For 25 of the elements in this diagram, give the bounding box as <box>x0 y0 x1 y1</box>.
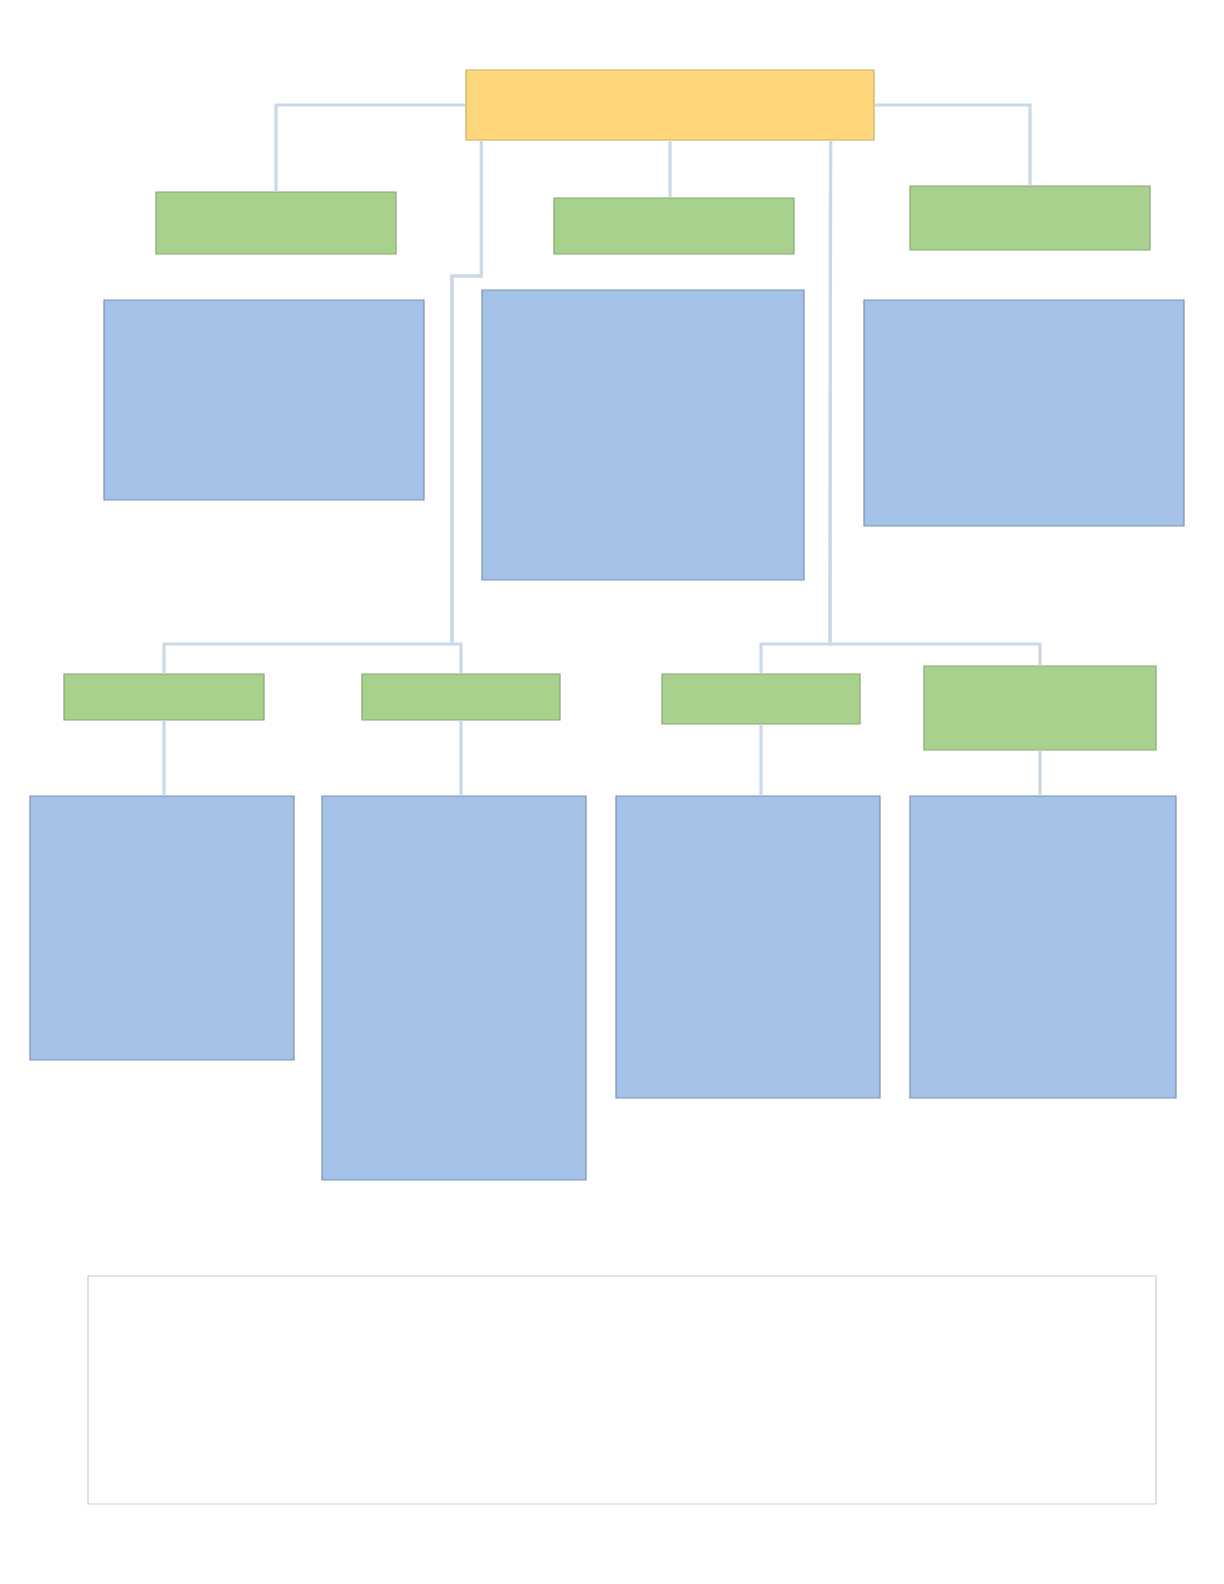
header-box <box>63 673 265 721</box>
connector-line <box>274 103 466 192</box>
connector-line <box>162 720 166 796</box>
connector-line <box>759 724 763 796</box>
header-box <box>361 673 561 721</box>
connector-line <box>828 140 1042 666</box>
header-box <box>923 665 1157 751</box>
content-box <box>481 289 805 581</box>
content-box <box>29 795 295 1061</box>
header-box <box>661 673 861 725</box>
content-box <box>909 795 1177 1099</box>
header-box <box>553 197 795 255</box>
connector-line <box>668 140 672 198</box>
connector-line <box>459 720 463 796</box>
content-box <box>321 795 587 1181</box>
header-box <box>909 185 1151 251</box>
content-box <box>103 299 425 501</box>
content-box <box>615 795 881 1099</box>
header-box <box>155 191 397 255</box>
reference-box <box>87 1275 1157 1505</box>
title-box <box>465 69 875 141</box>
connector-line <box>1038 750 1042 796</box>
content-box <box>863 299 1185 527</box>
connector-line <box>450 140 483 674</box>
connector-line <box>874 103 1032 186</box>
